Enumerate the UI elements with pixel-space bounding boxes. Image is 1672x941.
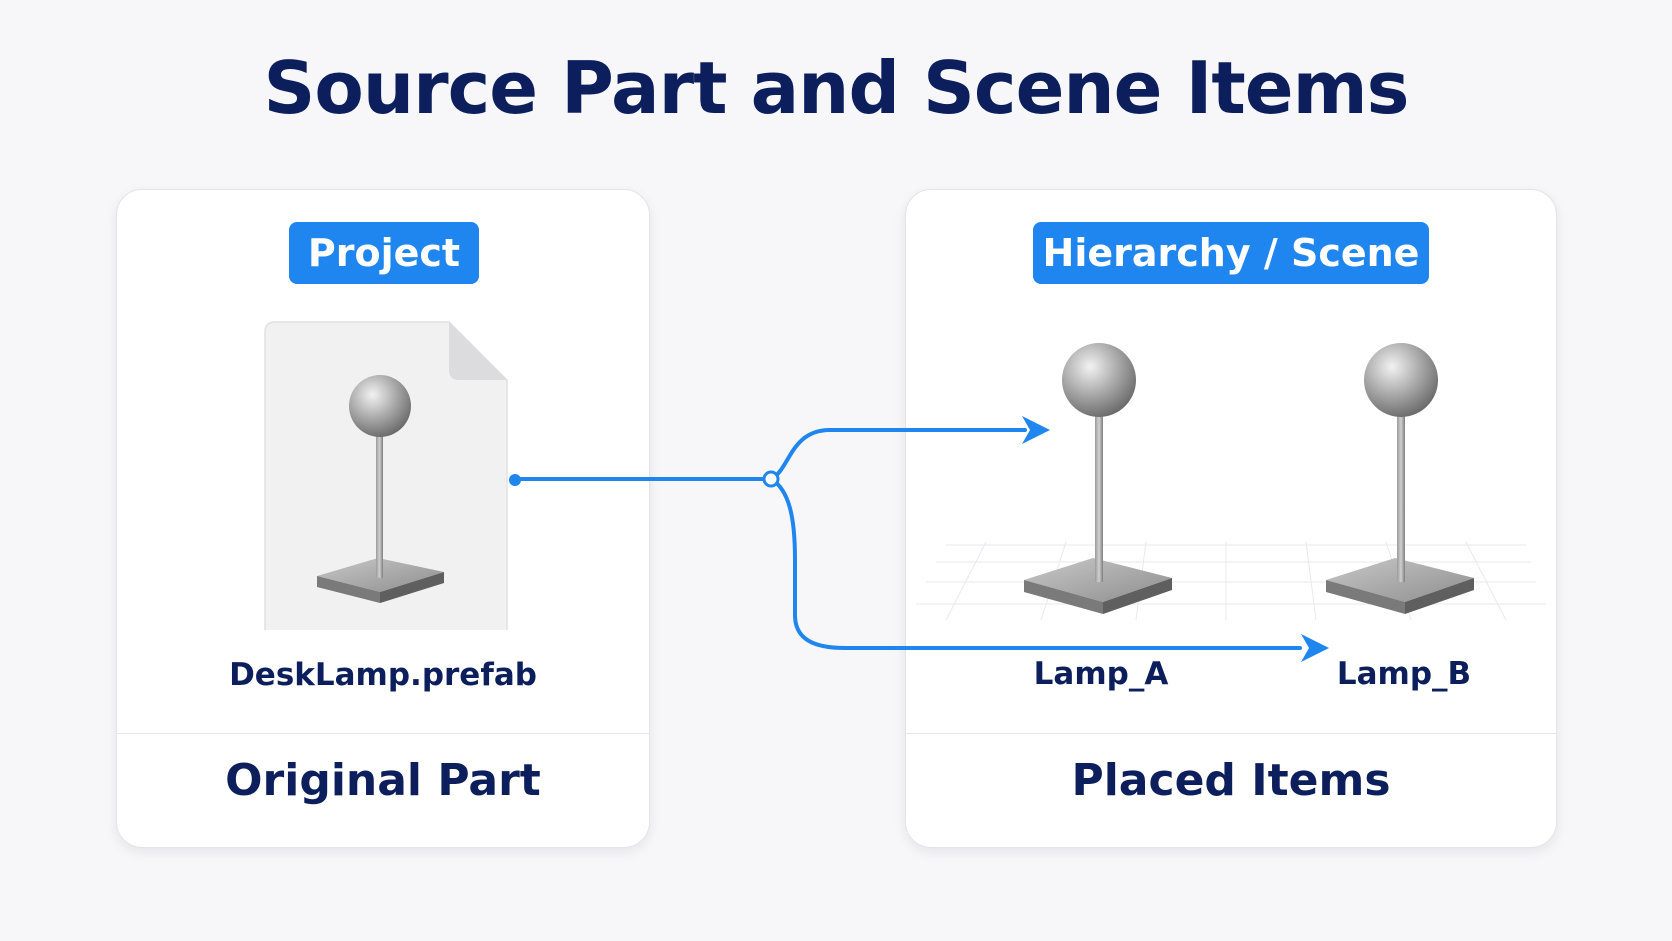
- connector-branch-a: [769, 428, 1027, 481]
- placed-items-caption: Placed Items: [1071, 755, 1391, 806]
- scene-viewport: [916, 343, 1546, 621]
- desk-lamp-icon: [1326, 343, 1474, 614]
- document-icon: [264, 321, 508, 630]
- lamp-b-label: Lamp_B: [1336, 656, 1472, 692]
- page-title: Source Part and Scene Items: [263, 46, 1410, 130]
- prefab-filename: DeskLamp.prefab: [229, 657, 537, 693]
- connector-start-node: [509, 474, 521, 486]
- desk-lamp-icon: [1024, 343, 1172, 614]
- project-panel: Project: [116, 189, 650, 848]
- arrowhead-b: [1301, 634, 1329, 662]
- lamp-a-label: Lamp_A: [1033, 656, 1169, 692]
- arrowhead-a: [1022, 416, 1050, 444]
- connector-branch-node: [762, 470, 780, 488]
- panel-divider: [117, 733, 649, 734]
- scene-panel: Hierarchy / Scene: [905, 189, 1557, 848]
- prefab-file-card: [264, 321, 521, 630]
- scene-badge: Hierarchy / Scene: [1033, 222, 1429, 284]
- connector-branch-b: [769, 477, 1302, 650]
- panel-divider: [906, 733, 1556, 734]
- project-badge: Project: [289, 222, 479, 284]
- desk-lamp-icon: [317, 375, 444, 603]
- original-part-caption: Original Part: [225, 755, 541, 806]
